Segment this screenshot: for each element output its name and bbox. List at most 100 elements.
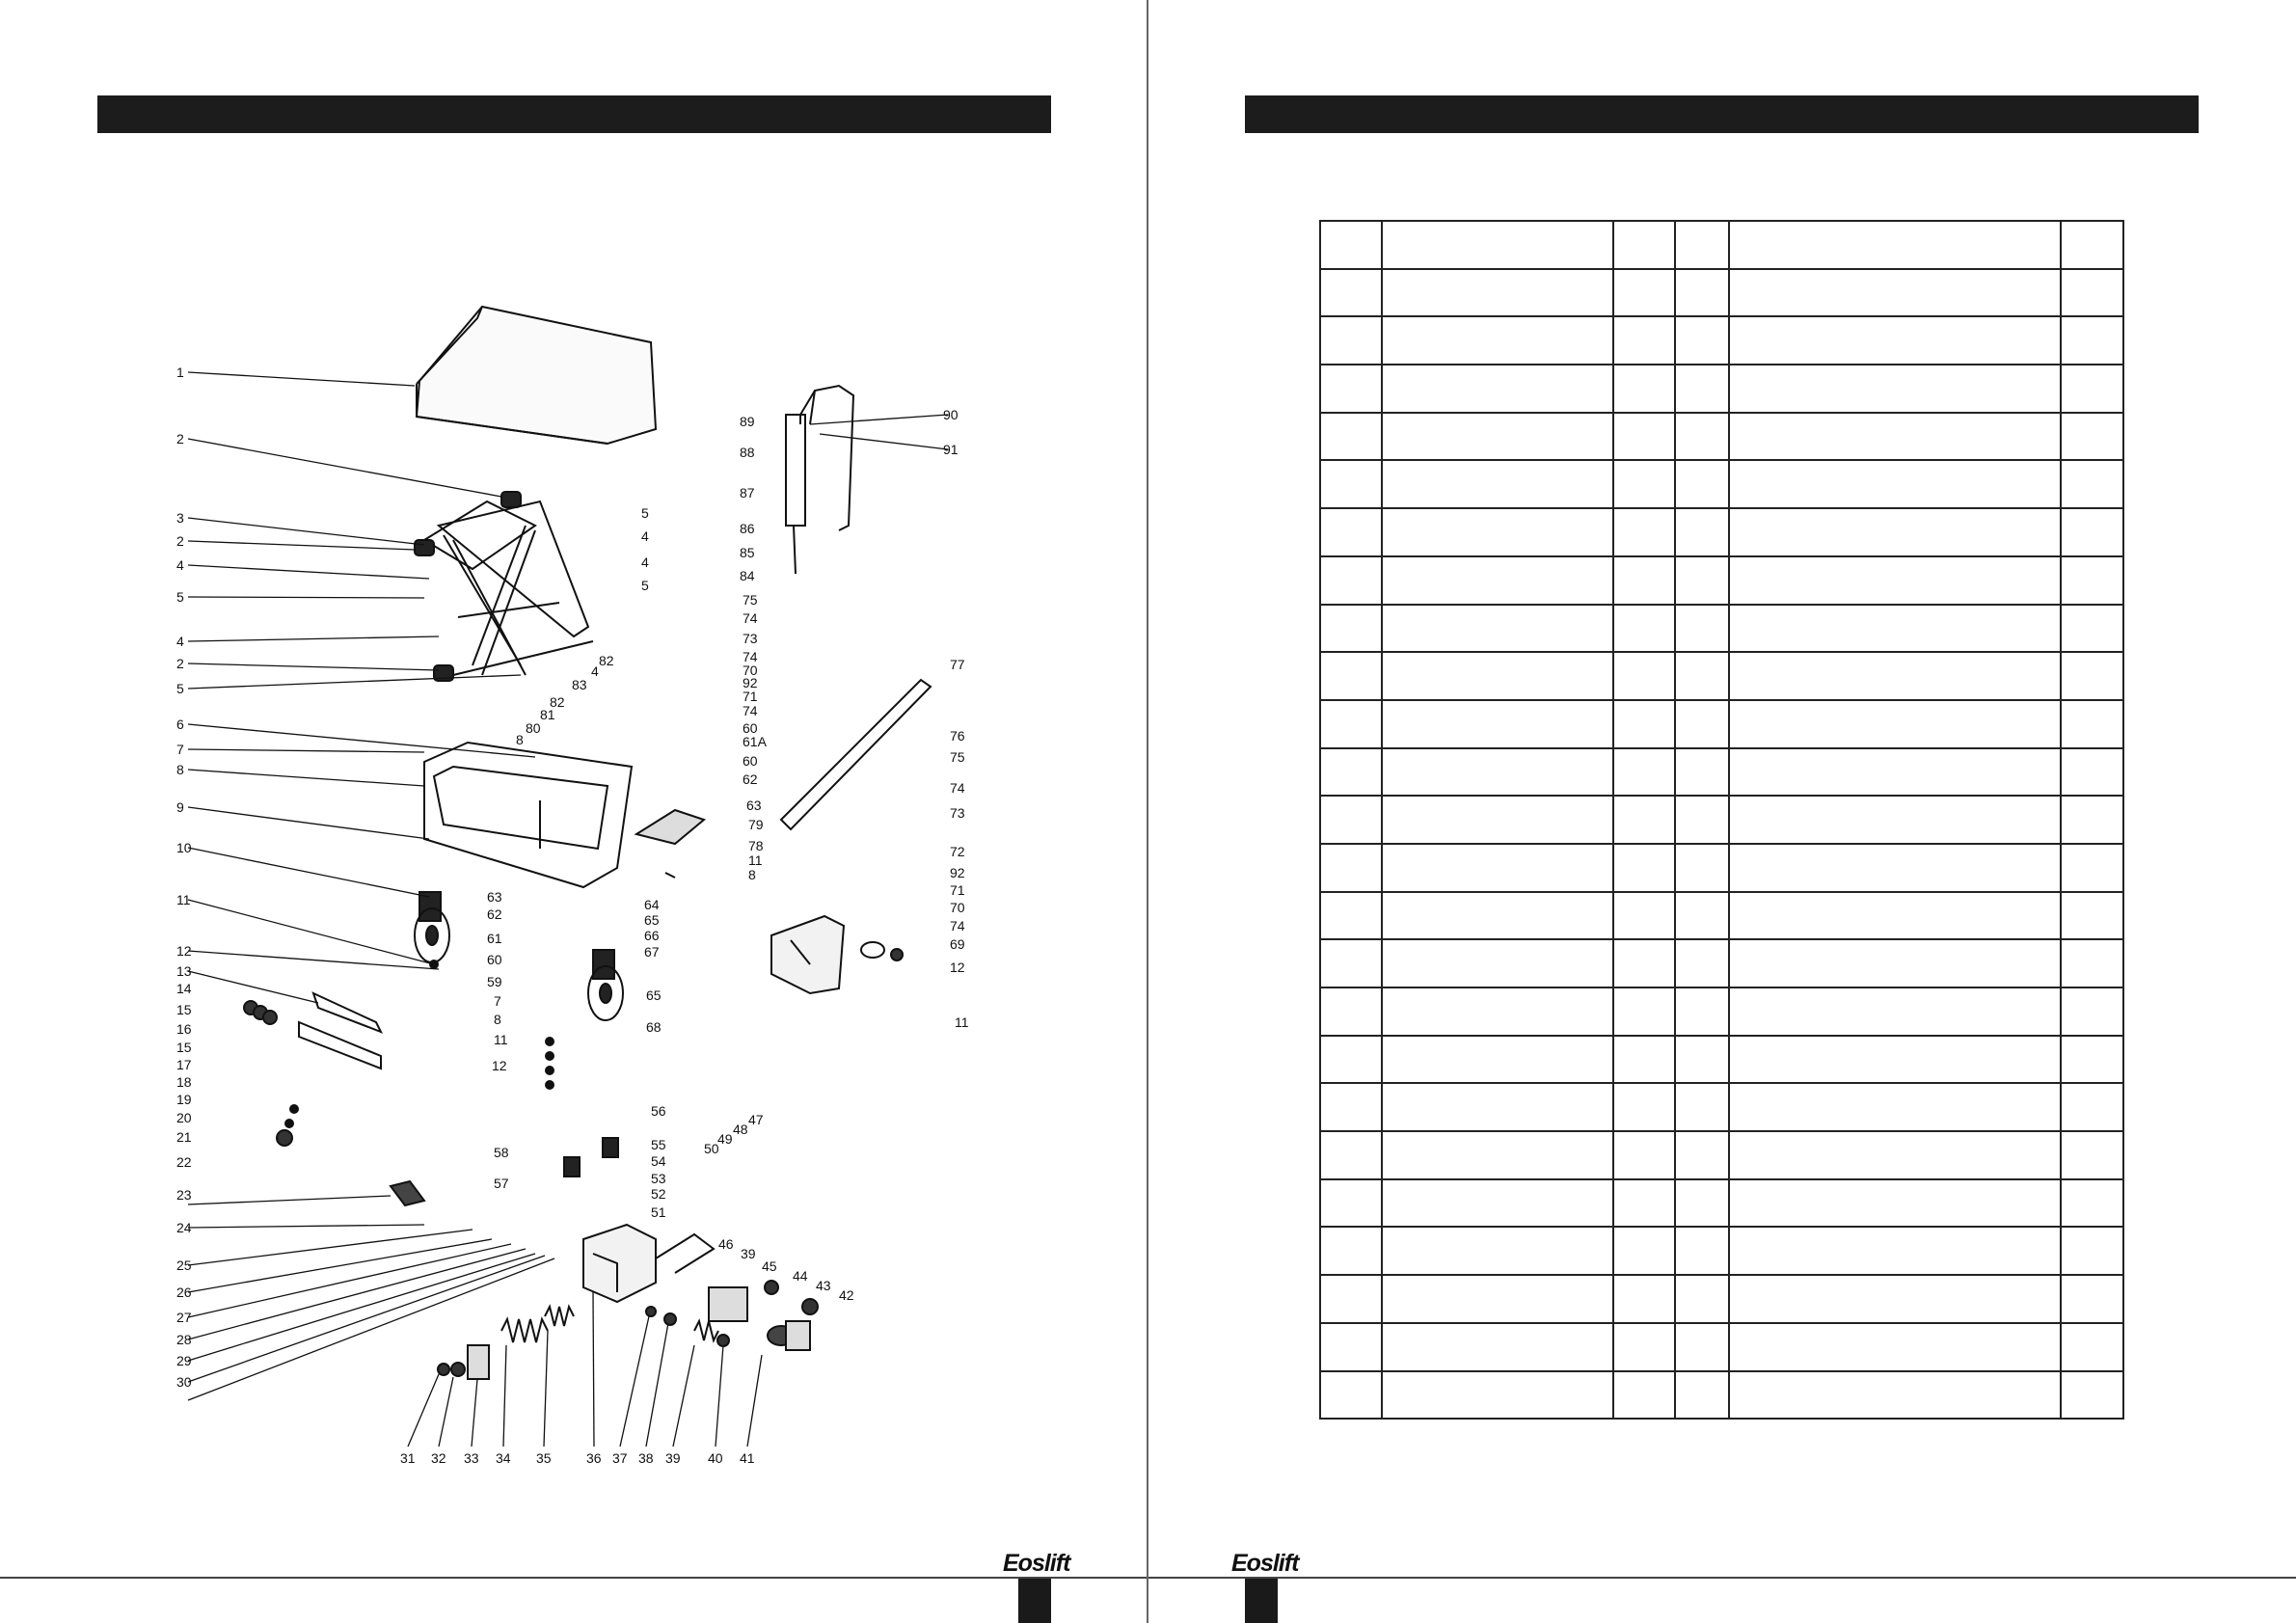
table-cell	[1381, 1226, 1614, 1277]
table-cell	[1612, 746, 1676, 798]
callout-label: 92	[743, 675, 758, 690]
table-cell	[1612, 411, 1676, 462]
table-cell	[1674, 603, 1730, 654]
table-cell	[1319, 1034, 1383, 1085]
callout-label: 60	[743, 753, 758, 769]
table-cell	[1674, 411, 1730, 462]
callout-label: 5	[641, 505, 649, 521]
table-cell	[1728, 651, 2062, 701]
table-cell	[1612, 364, 1676, 414]
callout-label: 73	[950, 805, 965, 821]
table-cell	[1381, 938, 1614, 988]
callout-label: 5	[641, 578, 649, 593]
callout-label: 65	[644, 912, 660, 928]
table-cell	[1381, 1082, 1614, 1133]
table-cell	[1381, 1130, 1614, 1180]
callout-label: 74	[950, 780, 965, 796]
callout-label: 4	[641, 555, 649, 570]
callout-label: 35	[536, 1450, 552, 1466]
callout-label: 14	[176, 981, 192, 996]
callout-label: 15	[176, 1040, 192, 1055]
table-cell	[1728, 890, 2062, 941]
table-cell	[1674, 555, 1730, 606]
table-cell	[1612, 842, 1676, 893]
table-cell	[1674, 651, 1730, 701]
callout-label: 61A	[743, 734, 768, 749]
table-cell	[1612, 555, 1676, 606]
table-cell	[1381, 795, 1614, 845]
callout-label: 3	[176, 510, 184, 526]
table-cell	[1728, 795, 2062, 845]
table-cell	[1728, 987, 2062, 1037]
callout-label: 50	[704, 1141, 719, 1156]
table-cell	[1728, 842, 2062, 893]
table-cell	[1728, 746, 2062, 798]
table-cell	[1319, 1177, 1383, 1229]
table-cell	[1319, 938, 1383, 988]
table-cell	[2060, 1321, 2124, 1372]
callout-label: 26	[176, 1285, 192, 1300]
table-cell	[1674, 364, 1730, 414]
table-cell	[1674, 746, 1730, 798]
table-cell	[1381, 746, 1614, 798]
table-cell	[1381, 507, 1614, 557]
callout-label: 31	[400, 1450, 416, 1466]
table-row	[1319, 1274, 2124, 1324]
callout-label: 40	[708, 1450, 723, 1466]
table-cell	[1674, 1082, 1730, 1133]
table-row	[1319, 890, 2124, 941]
table-cell	[1674, 1177, 1730, 1229]
callout-label: 84	[740, 568, 755, 583]
table-row	[1319, 603, 2124, 654]
callout-label: 64	[644, 897, 660, 912]
callout-label: 9	[176, 799, 184, 815]
table-cell	[2060, 1130, 2124, 1180]
exploded-parts-diagram: 1 2 3 2 4 5 4 2 5 6 7 8 9 10 11 12 13 14…	[176, 305, 969, 1466]
callout-label: 28	[176, 1332, 192, 1347]
table-cell	[1612, 459, 1676, 510]
table-cell	[2060, 1034, 2124, 1085]
callout-label: 11	[955, 1014, 969, 1030]
callout-label: 54	[651, 1153, 666, 1169]
table-cell	[1674, 267, 1730, 318]
callout-label: 4	[641, 528, 649, 544]
table-cell	[1674, 315, 1730, 366]
table-cell	[2060, 987, 2124, 1037]
table-cell	[1381, 459, 1614, 510]
table-cell	[1381, 698, 1614, 749]
table-cell	[1612, 1226, 1676, 1277]
callout-label: 46	[718, 1236, 734, 1252]
callout-label: 25	[176, 1258, 192, 1273]
callout-label: 62	[487, 906, 502, 922]
callout-label: 66	[644, 928, 660, 943]
callout-label: 71	[950, 882, 965, 898]
table-row	[1319, 938, 2124, 988]
table-row	[1319, 1226, 2124, 1277]
table-cell	[1674, 842, 1730, 893]
callout-label: 83	[572, 677, 587, 692]
callout-label: 63	[487, 889, 502, 905]
callout-label: 53	[651, 1171, 666, 1186]
callout-label: 60	[487, 952, 502, 967]
table-cell	[1674, 795, 1730, 845]
parts-list-table	[1319, 220, 2124, 1420]
callout-label: 52	[651, 1186, 666, 1202]
table-cell	[1612, 603, 1676, 654]
table-row	[1319, 507, 2124, 557]
table-cell	[1612, 698, 1676, 749]
table-cell	[1381, 555, 1614, 606]
callout-label: 73	[743, 631, 758, 646]
table-cell	[1381, 1274, 1614, 1324]
section-header-bar	[97, 95, 1051, 133]
table-cell	[1319, 1226, 1383, 1277]
callout-label: 33	[464, 1450, 479, 1466]
table-cell	[1674, 1226, 1730, 1277]
table-cell	[1728, 507, 2062, 557]
table-cell	[1319, 842, 1383, 893]
callout-label: 30	[176, 1374, 192, 1390]
callout-label: 74	[743, 610, 758, 626]
table-cell	[1728, 555, 2062, 606]
table-row	[1319, 267, 2124, 318]
table-cell	[1381, 890, 1614, 941]
table-cell	[1319, 1130, 1383, 1180]
